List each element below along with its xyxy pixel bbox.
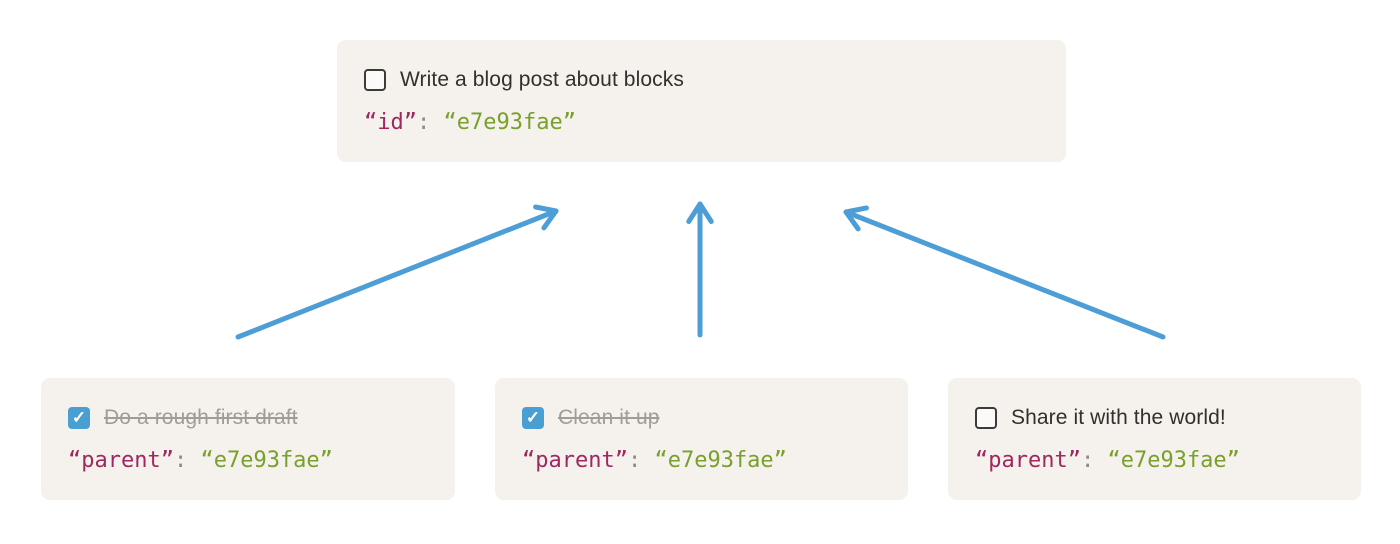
todo-checkbox[interactable]: ✓ xyxy=(68,407,90,429)
code-value: “e7e93fae” xyxy=(443,110,576,135)
child-task-card-1: ✓ Do a rough first draft “parent”: “e7e9… xyxy=(41,378,455,500)
child-task-card-2: ✓ Clean it up “parent”: “e7e93fae” xyxy=(495,378,908,500)
code-value: “e7e93fae” xyxy=(654,448,787,473)
task-title: Clean it up xyxy=(558,406,660,429)
code-key: “id” xyxy=(364,110,417,135)
code-key: “parent” xyxy=(68,448,174,473)
child-to-parent-arrow-3 xyxy=(843,205,1166,340)
code-separator: : xyxy=(173,448,201,473)
child-to-parent-arrow-1 xyxy=(235,204,559,340)
code-key: “parent” xyxy=(975,448,1081,473)
code-separator: : xyxy=(1080,448,1108,473)
parent-task-card: ✓ Write a blog post about blocks “id”: “… xyxy=(337,40,1066,162)
block-parent-code: “parent”: “e7e93fae” xyxy=(522,448,908,473)
todo-checkbox[interactable]: ✓ xyxy=(364,69,386,91)
checkmark-icon: ✓ xyxy=(525,407,541,427)
task-title: Do a rough first draft xyxy=(104,406,298,429)
code-value: “e7e93fae” xyxy=(1107,448,1240,473)
task-title: Write a blog post about blocks xyxy=(400,68,684,91)
code-value: “e7e93fae” xyxy=(200,448,333,473)
code-separator: : xyxy=(416,110,444,135)
task-title: Share it with the world! xyxy=(1011,406,1226,429)
todo-checkbox[interactable]: ✓ xyxy=(975,407,997,429)
todo-checkbox[interactable]: ✓ xyxy=(522,407,544,429)
task-row: ✓ Clean it up xyxy=(522,406,908,430)
checkmark-icon: ✓ xyxy=(71,407,87,427)
task-row: ✓ Share it with the world! xyxy=(975,406,1361,430)
code-separator: : xyxy=(627,448,655,473)
block-parent-code: “parent”: “e7e93fae” xyxy=(68,448,455,473)
task-row: ✓ Write a blog post about blocks xyxy=(364,68,1066,92)
block-id-code: “id”: “e7e93fae” xyxy=(364,110,1066,135)
task-row: ✓ Do a rough first draft xyxy=(68,406,455,430)
child-task-card-3: ✓ Share it with the world! “parent”: “e7… xyxy=(948,378,1361,500)
block-parent-code: “parent”: “e7e93fae” xyxy=(975,448,1361,473)
code-key: “parent” xyxy=(522,448,628,473)
